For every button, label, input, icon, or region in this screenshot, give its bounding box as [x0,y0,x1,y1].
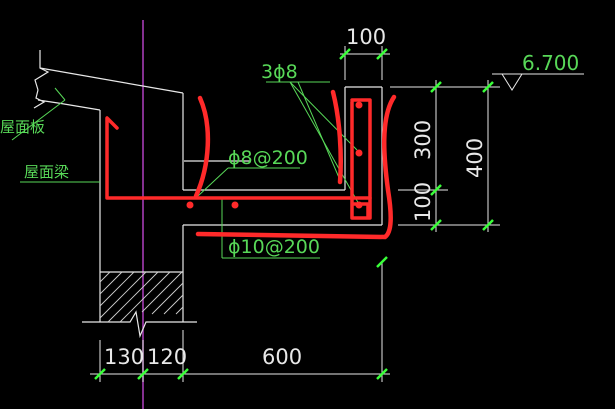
left-markup-stroke [193,95,211,199]
roof-slab-label: 屋面板 [0,118,45,136]
dim-top-100: 100 [346,25,386,49]
beam-top-rebar [105,116,372,200]
rebar-dot [186,201,194,209]
roof-slab-outline [33,50,184,111]
rebar-dot [231,201,239,209]
rebar-dots [186,101,363,209]
dim-bottom-130: 130 [104,345,144,369]
dimension-lines [90,46,584,382]
stirrup-label: ϕ8@200 [228,147,308,169]
dim-bottom-600: 600 [262,345,302,369]
hatch-area [99,271,184,323]
rebar-dot [355,201,363,209]
rebar-markup [105,89,397,240]
rebar-dot [355,101,363,109]
top-rebar-label: 3ϕ8 [261,61,298,83]
bottom-rebar-label: ϕ10@200 [228,236,320,258]
right-markup-stroke [195,94,397,240]
stirrup-outline [350,98,372,220]
dim-right-100: 100 [411,182,435,222]
elevation-label: 6.700 [522,51,579,75]
dim-bottom-120: 120 [147,345,187,369]
leader-lines [11,81,361,259]
rebar-dot [355,149,363,157]
dim-right-300: 300 [411,120,435,160]
dim-right-400: 400 [463,138,487,178]
dimension-ticks [94,48,494,380]
roof-beam-label: 屋面梁 [24,163,69,181]
center-markup-stroke [330,89,343,185]
